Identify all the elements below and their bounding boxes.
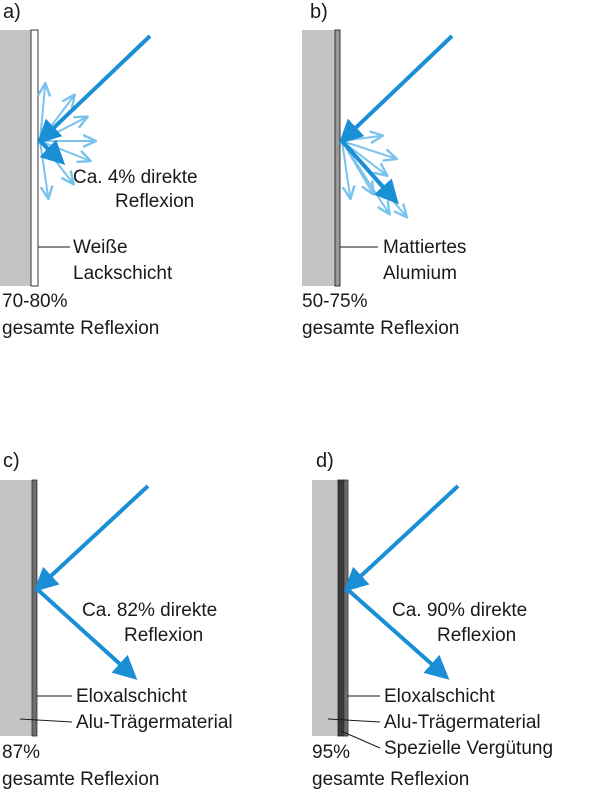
panel-d-layer-label-2: Alu-Trägermaterial (384, 712, 541, 733)
panel-c-reflection-ray (35, 587, 138, 680)
diffuse-ray (341, 140, 350, 196)
panel-a-direct-reflection-ray (38, 139, 66, 165)
panel-a-total-value: 70-80% (2, 291, 68, 312)
panel-c-reflection-line-1: Ca. 82% direkte (82, 600, 217, 621)
panel-a-white-coating (30, 29, 39, 287)
panel-d-leader-carrier (327, 718, 381, 723)
panel-c-total-label: gesamte Reflexion (2, 769, 159, 790)
panel-a-reflection-line-2: Reflexion (115, 191, 194, 212)
panel-d-anodized-layer (343, 479, 349, 737)
panel-d-reflection-ray (345, 587, 450, 680)
panel-d: d) Ca. 90% direkte Reflexion Eloxalschic… (312, 450, 553, 790)
panel-c-anodized-layer (31, 479, 38, 737)
panel-a-layer-label-2: Lackschicht (73, 263, 173, 284)
panel-b-substrate (302, 30, 335, 286)
panel-c-incident-ray (33, 484, 150, 592)
panel-d-incident-ray (343, 484, 460, 592)
panel-c-layer-label-2: Alu-Trägermaterial (76, 712, 233, 733)
panel-a-total-label: gesamte Reflexion (2, 318, 159, 339)
panel-b-layer-label-2: Alumium (383, 263, 457, 284)
panel-b-layer-label-1: Mattiertes (383, 237, 466, 258)
panel-b-matte-aluminium (334, 29, 341, 287)
panel-d-total-value: 95% (312, 742, 350, 763)
panel-d-layer-label-3: Spezielle Vergütung (384, 738, 553, 759)
panel-b-letter: b) (310, 1, 328, 23)
panel-a: a) Ca. 4% direkte Reflexion Weiße Lacksc… (0, 1, 198, 339)
panel-c-layer-label-1: Eloxalschicht (76, 686, 188, 707)
diffuse-ray (40, 86, 45, 142)
panel-d-leader-coating (340, 730, 381, 749)
panel-d-layer-label-1: Eloxalschicht (384, 686, 496, 707)
panel-c-reflection-line-2: Reflexion (124, 625, 203, 646)
panel-a-layer-label-1: Weiße (73, 237, 128, 258)
panel-a-reflection-line-1: Ca. 4% direkte (73, 167, 198, 188)
panel-d-reflection-line-2: Reflexion (437, 625, 516, 646)
panel-d-reflection-line-1: Ca. 90% direkte (392, 600, 527, 621)
panel-d-total-label: gesamte Reflexion (312, 769, 469, 790)
panel-b-total-label: gesamte Reflexion (302, 318, 459, 339)
panel-d-special-coating (337, 479, 345, 737)
panel-c-total-value: 87% (2, 742, 40, 763)
panel-b-main-reflection-ray (340, 139, 399, 205)
panel-c: c) Ca. 82% direkte Reflexion Eloxalschic… (0, 450, 233, 790)
panel-c-letter: c) (3, 450, 20, 472)
panel-c-substrate (0, 480, 32, 736)
panel-d-substrate (312, 480, 338, 736)
panel-a-letter: a) (3, 1, 21, 23)
panel-c-leader-carrier (19, 718, 73, 723)
panel-a-incident-ray (36, 34, 152, 144)
panel-d-letter: d) (316, 450, 334, 472)
panel-a-substrate (0, 30, 31, 286)
panel-b-total-value: 50-75% (302, 291, 368, 312)
panel-b-incident-ray (338, 34, 454, 144)
panel-b: b) Mattiertes Alumium 50-75% gesamte Ref… (302, 1, 466, 339)
